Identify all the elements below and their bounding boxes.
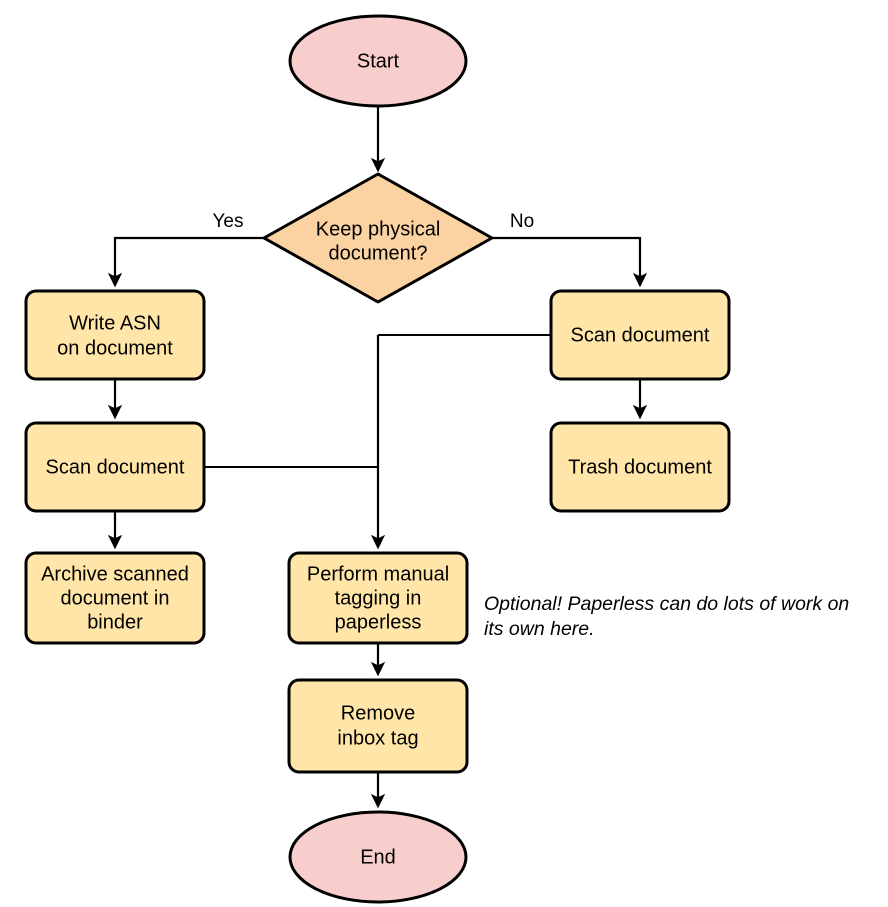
decision-label-line1: Keep physical (316, 218, 441, 240)
archive-box-shape[interactable] (24, 551, 206, 645)
node-end[interactable]: End (288, 810, 468, 904)
edge-decision-no-to-scan-right (492, 236, 648, 288)
edges-group (107, 107, 648, 809)
scan-document-left-box-shape[interactable] (24, 421, 206, 513)
archive-label-line1: Archive scanned (41, 563, 189, 585)
remove-inbox-tag-box-shape[interactable] (287, 678, 469, 774)
edge-labels-group: Yes No (213, 211, 535, 232)
optional-note-line2: its own here. (484, 618, 595, 640)
scan-document-left-label: Scan document (46, 456, 185, 478)
edge-decision-yes-to-write-asn (107, 236, 264, 288)
start-label: Start (357, 50, 400, 72)
end-ellipse-shape[interactable] (288, 810, 468, 904)
manual-tagging-label-line3: paperless (335, 611, 422, 633)
edge-label-no: No (510, 211, 534, 232)
scan-document-right-box-shape[interactable] (549, 289, 731, 381)
write-asn-label-line1: Write ASN (69, 312, 161, 334)
write-asn-label-line2: on document (57, 337, 173, 359)
manual-tagging-label-line1: Perform manual (307, 563, 449, 585)
trash-document-label: Trash document (568, 456, 712, 478)
trash-document-box-shape[interactable] (549, 421, 731, 513)
write-asn-box-shape[interactable] (24, 289, 206, 381)
node-archive-scanned-document[interactable]: Archive scanned document in binder (24, 551, 206, 645)
decision-diamond-shape[interactable] (262, 172, 494, 304)
node-scan-document-right[interactable]: Scan document (549, 289, 731, 381)
manual-tagging-label-line2: tagging in (335, 587, 422, 609)
node-remove-inbox-tag[interactable]: Remove inbox tag (287, 678, 469, 774)
scan-document-right-label: Scan document (571, 324, 710, 346)
manual-tagging-box-shape[interactable] (287, 551, 469, 645)
node-decision-keep-physical-document[interactable]: Keep physical document? (262, 172, 494, 304)
decision-label-line2: document? (329, 242, 428, 264)
remove-inbox-label-line1: Remove (341, 702, 415, 724)
node-write-asn[interactable]: Write ASN on document (24, 289, 206, 381)
start-ellipse-shape[interactable] (288, 14, 468, 108)
end-label: End (360, 846, 396, 868)
archive-label-line2: document in (61, 587, 170, 609)
node-perform-manual-tagging[interactable]: Perform manual tagging in paperless (287, 551, 469, 645)
edge-label-yes: Yes (213, 211, 244, 232)
archive-label-line3: binder (87, 611, 143, 633)
node-start[interactable]: Start (288, 14, 468, 108)
node-scan-document-left[interactable]: Scan document (24, 421, 206, 513)
optional-note-line1: Optional! Paperless can do lots of work … (484, 593, 849, 615)
annotation-optional-note: Optional! Paperless can do lots of work … (484, 593, 849, 640)
remove-inbox-label-line2: inbox tag (337, 727, 418, 749)
node-trash-document[interactable]: Trash document (549, 421, 731, 513)
